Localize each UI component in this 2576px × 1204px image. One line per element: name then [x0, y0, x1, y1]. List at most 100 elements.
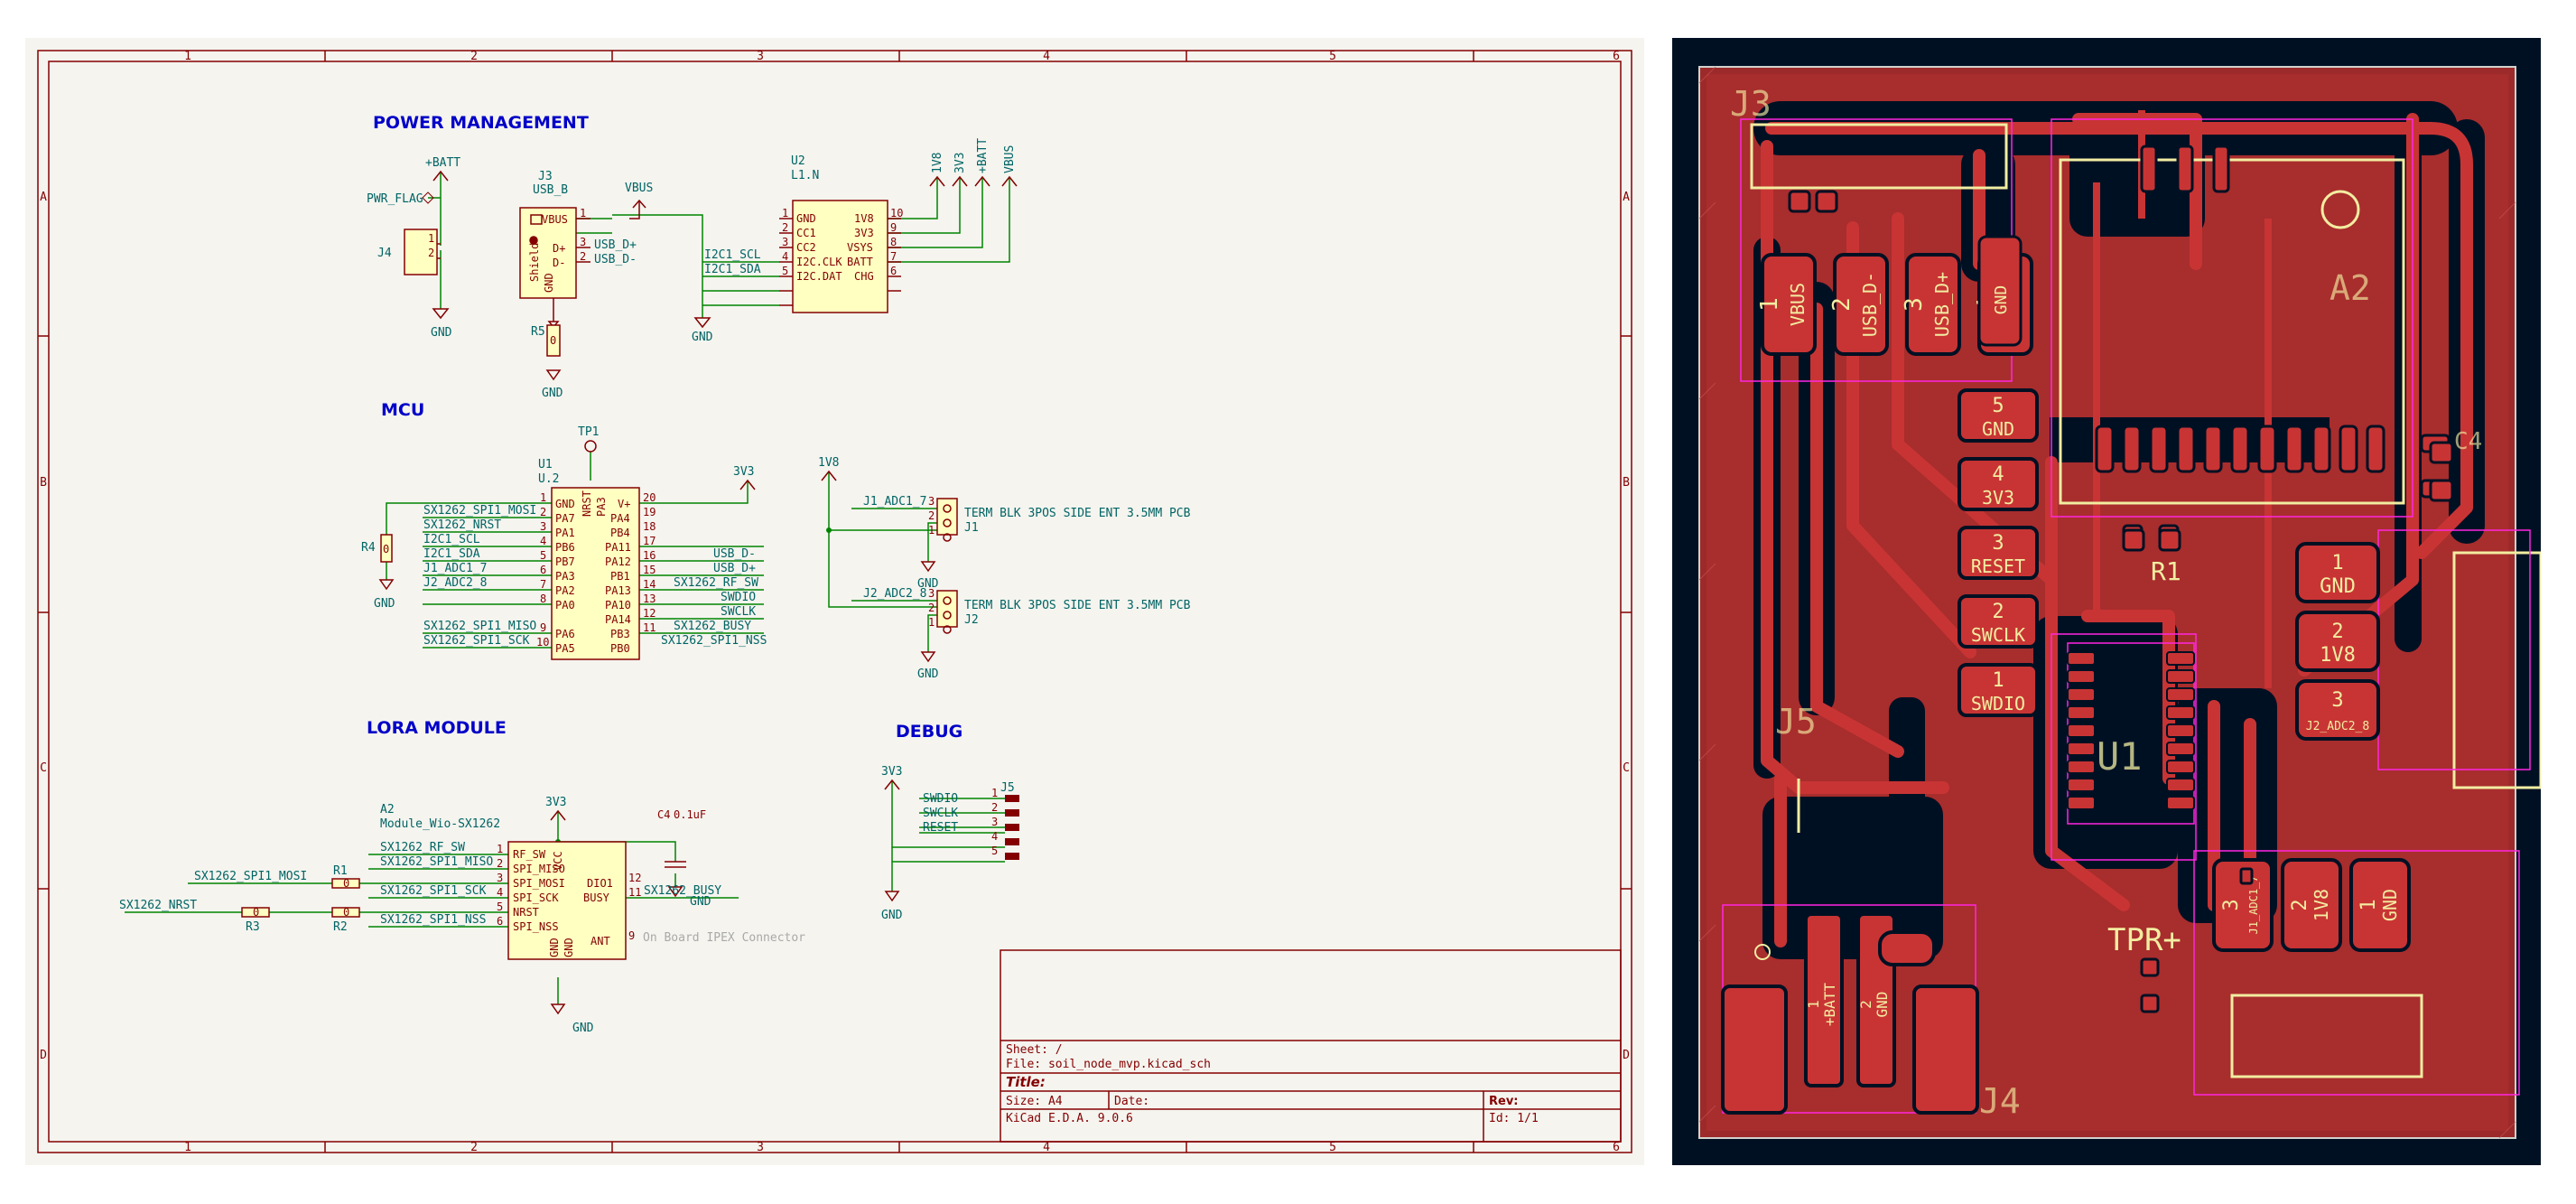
j2-net: J2_ADC2_8 — [863, 587, 926, 601]
r1-ref: R1 — [333, 864, 348, 878]
j5-pin-num: 1 — [991, 787, 998, 799]
u1-pin-num: 9 — [540, 621, 546, 634]
size-label: Size: A4 — [1006, 1095, 1063, 1108]
u1-pin: PB6 — [555, 541, 575, 554]
a2-pad-num: 5 — [1992, 395, 2004, 417]
right-connector-pads: 1 GND 2 1V8 3 J2_ADC2_8 — [2295, 542, 2380, 741]
j2-value: TERM BLK 3POS SIDE ENT 3.5MM PCB — [964, 599, 1191, 612]
u1-pin: PB3 — [610, 628, 630, 640]
j4-footprint: 1 +BATT 2 GND — [1721, 912, 1979, 1115]
gnd-label: GND — [881, 909, 903, 922]
mcu-left-net: I2C1_SCL — [423, 533, 480, 546]
i2c-scl-net: I2C1_SCL — [704, 248, 761, 262]
mcu-right-net: SX1262_SPI1_NSS — [661, 634, 767, 648]
u1-pin: PA4 — [610, 512, 630, 525]
usb-pad-num: 3 — [1901, 297, 1928, 312]
j5-pin-num: 2 — [991, 801, 998, 814]
row-letter: C — [1623, 761, 1630, 775]
row-letter: B — [1623, 476, 1630, 490]
id-label: Id: 1/1 — [1489, 1112, 1539, 1125]
a2-pad-name: 3V3 — [1982, 487, 2014, 509]
u2-ref: U2 — [791, 154, 805, 168]
u2-pin-num: 3 — [782, 236, 788, 248]
mcu-section: TP1 U1 U.2 R4 GND 3V3 1V8 SX1262_SPI1_MO… — [361, 425, 1191, 681]
usb-pad-num: 1 — [1756, 297, 1783, 312]
j3-shield-pin: Shield — [528, 243, 541, 282]
lora-module-title: LORA MODULE — [367, 718, 507, 738]
u1-pin-num: 17 — [643, 535, 656, 547]
r4-value: 0 — [383, 543, 389, 555]
u1-pin: PA7 — [555, 512, 575, 525]
u1-pin-num: 18 — [643, 520, 656, 533]
mcu-right-net: SX1262_BUSY — [674, 620, 751, 633]
title-block: Sheet: / File: soil_node_mvp.kicad_sch S… — [1000, 949, 1622, 1143]
row-letter: C — [40, 761, 47, 775]
gnd-label: GND — [572, 1022, 594, 1035]
j3-pin-num: 2 — [580, 250, 586, 263]
row-letter: A — [1623, 191, 1630, 204]
a2-vcc: VCC — [552, 851, 564, 871]
mcu-left-net: I2C1_SDA — [423, 547, 480, 561]
vbus-net: VBUS — [625, 182, 653, 195]
a2-pin: SPI_MISO — [513, 863, 565, 875]
right-pad-num: 3 — [2331, 689, 2343, 712]
right-pad-name: 1V8 — [2320, 644, 2356, 667]
j5-pin-num: 3 — [991, 816, 998, 828]
a2-pin-num: 3 — [497, 872, 503, 884]
u2-pin: 3V3 — [854, 227, 874, 239]
a2-pin: SPI_NSS — [513, 920, 559, 933]
u1-pin: PA0 — [555, 599, 575, 611]
j3-ref: J3 — [1730, 84, 1772, 124]
j5-ref: J5 — [1000, 781, 1015, 795]
usb-pad-name: USB_D+ — [1931, 272, 1953, 337]
u1-pin-num: 19 — [643, 506, 656, 518]
bottom-pad-name: GND — [2379, 889, 2401, 921]
rev-label: Rev: — [1489, 1095, 1519, 1108]
c4-ref: C4 — [657, 808, 670, 821]
u2-pin-num: 4 — [782, 250, 788, 263]
j3-pin-num: 3 — [580, 236, 586, 248]
u1-pin: PA12 — [605, 555, 631, 568]
j5-ref: J5 — [1775, 702, 1817, 742]
bottom-pad-name: 1V8 — [2311, 889, 2332, 921]
mcu-left-net: J1_ADC1_7 — [423, 562, 487, 575]
net-1v8: 1V8 — [931, 153, 944, 173]
u2-pin: GND — [796, 212, 816, 225]
gnd-label: GND — [692, 331, 713, 344]
a2-pad-name: SWCLK — [1971, 624, 2025, 646]
a2-ref: A2 — [380, 803, 395, 817]
u1-pin-num: 1 — [540, 491, 546, 504]
swd-net: RESET — [923, 821, 958, 835]
u2-pin: CC1 — [796, 227, 816, 239]
batt-label: +BATT — [425, 156, 460, 170]
net-vbus: VBUS — [1003, 145, 1017, 173]
gnd-label: GND — [542, 387, 563, 400]
u2-value: L1.N — [791, 169, 819, 182]
c4-value: 0.1uF — [674, 808, 706, 821]
u1-top-pin: PA3 — [595, 497, 608, 517]
u2-pin-num: 8 — [890, 236, 897, 248]
col-number: 5 — [1329, 1141, 1336, 1154]
j1-net: J1_ADC1_7 — [863, 495, 926, 509]
a2-pad-num: 3 — [1992, 532, 2004, 555]
j4-pad-name: GND — [1874, 992, 1891, 1018]
j4-pin: 1 — [428, 232, 434, 245]
net-3v3: 3V3 — [881, 765, 902, 779]
gnd-label: GND — [917, 577, 939, 591]
nrst-net: SX1262_NRST — [119, 899, 197, 912]
mcu-left-net: SX1262_NRST — [423, 518, 501, 532]
a2-ref: A2 — [2330, 268, 2371, 308]
a2-pin-num: 9 — [628, 929, 635, 942]
a2-pin: BUSY — [583, 891, 610, 904]
lora-net: SX1262_RF_SW — [380, 841, 465, 854]
u1-pin-num: 8 — [540, 593, 546, 605]
a2-pin: ANT — [591, 935, 610, 947]
u1-pin: PA1 — [555, 527, 575, 539]
u1-pin: PB4 — [610, 527, 630, 539]
u1-pin-num: 2 — [540, 506, 546, 518]
lora-net: SX1262_SPI1_NSS — [380, 913, 486, 927]
u1-pin-num: 3 — [540, 520, 546, 533]
j4-pad-name: +BATT — [1821, 983, 1838, 1027]
net-batt: +BATT — [976, 138, 990, 173]
u2-pin-num: 7 — [890, 250, 897, 263]
